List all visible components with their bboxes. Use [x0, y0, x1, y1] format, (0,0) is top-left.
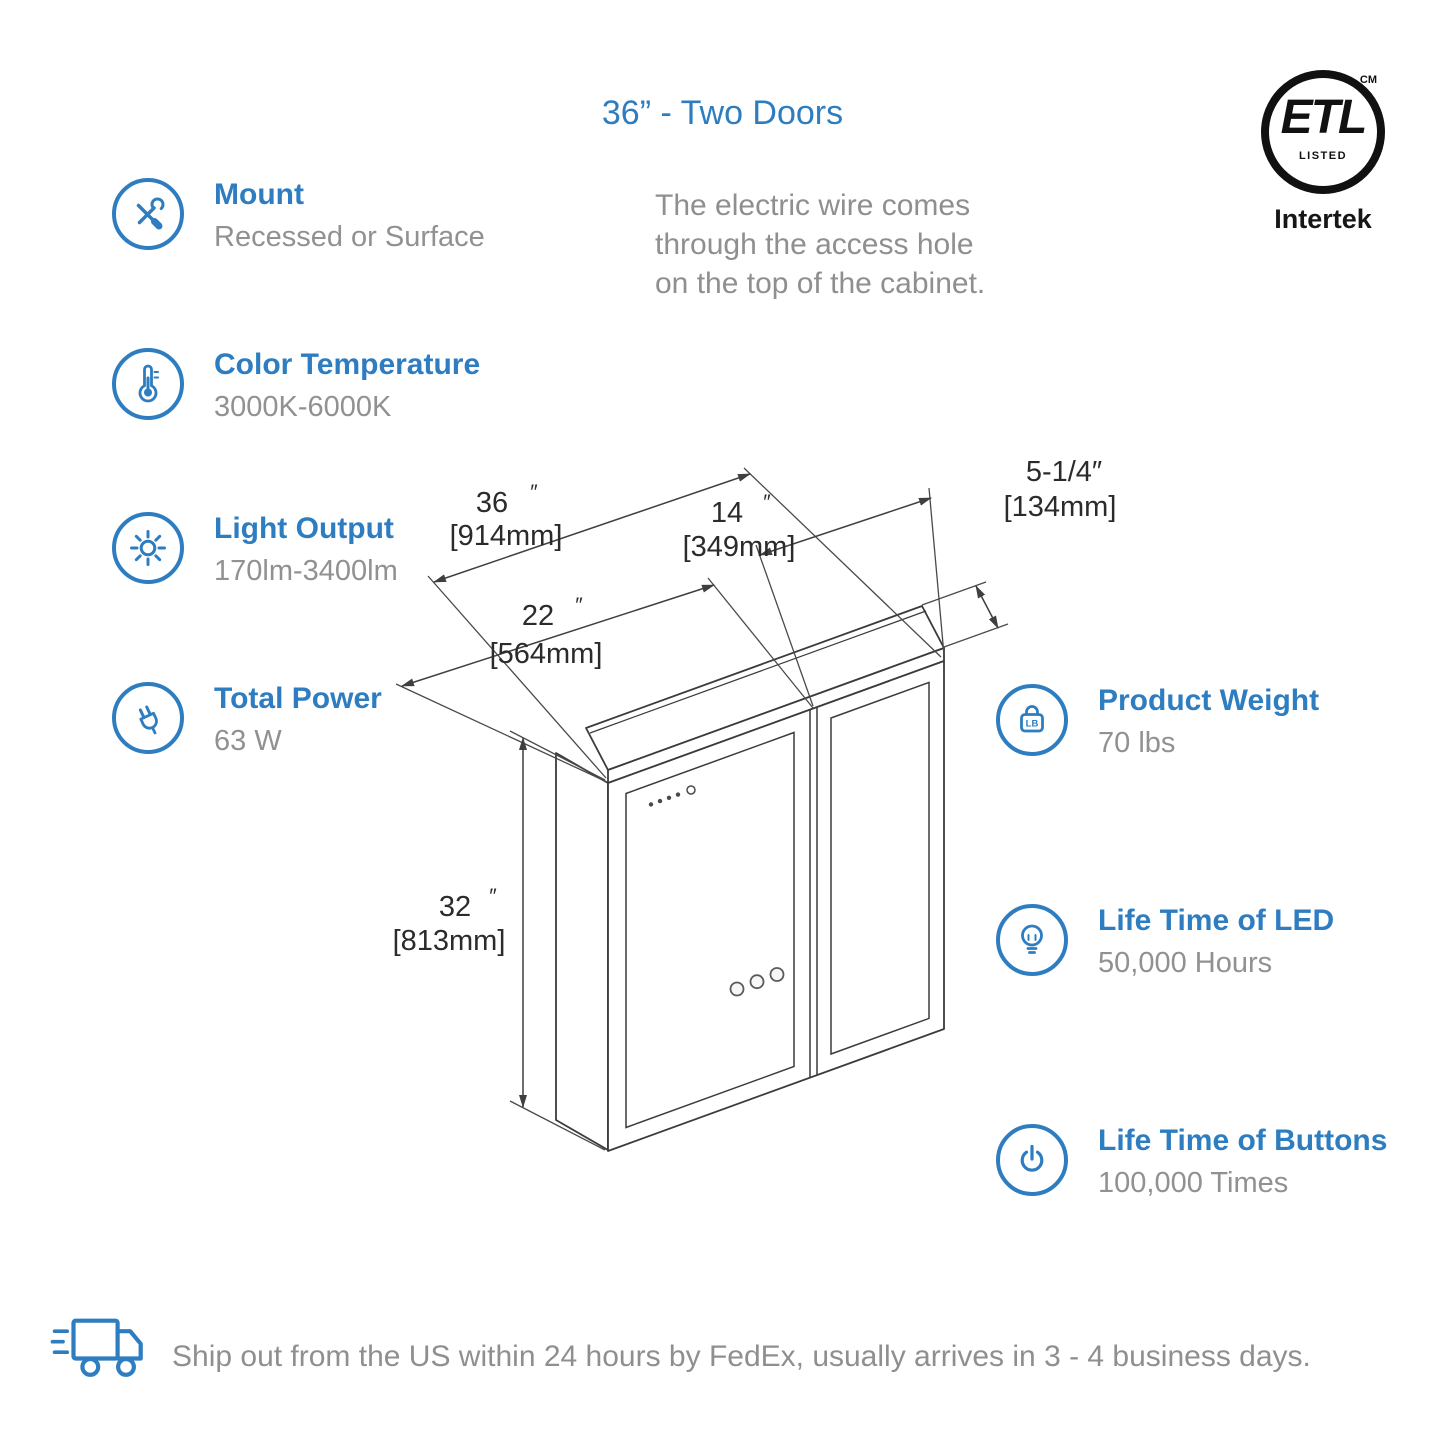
spec-total-power: Total Power 63 W — [112, 682, 382, 758]
cabinet-lid-inner-line — [589, 610, 927, 734]
intertek-label: Intertek — [1274, 204, 1372, 234]
bulb-icon — [996, 904, 1068, 976]
dim-line-right-door-14 — [759, 497, 932, 556]
spec-mount: Mount Recessed or Surface — [112, 178, 485, 254]
spec-label-total-power: Total Power — [214, 682, 382, 715]
dim-line-width-36 — [433, 473, 751, 583]
spec-label-led-lifetime: Life Time of LED — [1098, 904, 1335, 937]
right-door-frame — [830, 681, 930, 1056]
left-door-frame — [625, 731, 795, 1129]
power-button-icon — [996, 1124, 1068, 1196]
dimension-lines — [401, 473, 999, 1108]
etl-listed-text: LISTED — [1298, 150, 1348, 162]
spec-value-product-weight: 70 lbs — [1098, 727, 1176, 759]
wire-note-line3: on the top of the cabinet. — [655, 267, 986, 300]
dim-right-door-inch: 14 — [711, 497, 743, 529]
dim-left-door-inch: 22 — [522, 600, 554, 632]
shipping-note: Ship out from the US within 24 hours by … — [172, 1340, 1311, 1373]
tools-icon — [112, 178, 184, 250]
spec-value-light-output: 170lm-3400lm — [214, 555, 398, 587]
cabinet-drawing: 36 ″ [914mm] 14 ″ [349mm] 22 ″ [564mm] 5… — [393, 456, 1117, 1152]
cabinet-left-side — [555, 752, 609, 1151]
etl-mark-text: ETL — [1280, 91, 1368, 144]
dimension-labels: 36 ″ [914mm] 14 ″ [349mm] 22 ″ [564mm] 5… — [393, 456, 1117, 957]
dim-width-inch: 36 — [476, 487, 508, 519]
dim-height-inch-mark: ″ — [489, 885, 497, 908]
weight-icon: LB — [996, 684, 1068, 756]
dim-right-door-mm: [349mm] — [683, 531, 796, 563]
truck-icon — [50, 1306, 160, 1395]
dim-height-inch: 32 — [439, 891, 471, 923]
spec-value-color-temperature: 3000K-6000K — [214, 391, 392, 423]
dim-depth-inch: 5-1/4″ — [1026, 456, 1102, 488]
spec-label-color-temperature: Color Temperature — [214, 348, 481, 381]
thermometer-icon — [112, 348, 184, 420]
weight-lb-text: LB — [1026, 719, 1039, 730]
spec-label-light-output: Light Output — [214, 512, 394, 545]
etl-certification-logo: ETL LISTED CM Intertek — [1248, 70, 1398, 235]
spec-value-button-lifetime: 100,000 Times — [1098, 1167, 1289, 1199]
dim-right-door-inch-mark: ″ — [763, 491, 771, 514]
spec-label-mount: Mount — [214, 178, 304, 211]
spec-value-total-power: 63 W — [214, 725, 282, 757]
spec-light-output: Light Output 170lm-3400lm — [112, 512, 398, 588]
spec-product-weight: LB Product Weight 70 lbs — [996, 684, 1319, 760]
wire-note-line2: through the access hole — [655, 228, 974, 261]
cabinet-body — [555, 605, 945, 1152]
dim-left-door-mm: [564mm] — [490, 638, 603, 670]
spec-button-lifetime: Life Time of Buttons 100,000 Times — [996, 1124, 1387, 1200]
etl-circle-icon: ETL LISTED CM — [1261, 70, 1385, 194]
sensor-dots — [648, 785, 696, 807]
dim-width-inch-mark: ″ — [530, 481, 538, 504]
plug-icon — [112, 682, 184, 754]
dim-width-mm: [914mm] — [450, 520, 563, 552]
spec-label-button-lifetime: Life Time of Buttons — [1098, 1124, 1388, 1157]
touch-buttons — [729, 967, 785, 997]
wire-note: The electric wire comes through the acce… — [655, 186, 985, 303]
spec-label-product-weight: Product Weight — [1098, 684, 1320, 717]
dim-depth-mm: [134mm] — [1004, 491, 1117, 523]
spec-color-temperature: Color Temperature 3000K-6000K — [112, 348, 480, 424]
spec-value-led-lifetime: 50,000 Hours — [1098, 947, 1273, 979]
etl-cm-text: CM — [1359, 74, 1377, 86]
cabinet-front-face — [607, 660, 945, 1152]
dim-height-mm: [813mm] — [393, 925, 506, 957]
dim-line-depth — [975, 585, 999, 629]
sun-icon — [112, 512, 184, 584]
page-title: 36” - Two Doors — [601, 94, 844, 132]
spec-led-lifetime: Life Time of LED 50,000 Hours — [996, 904, 1334, 980]
dim-line-left-door-22 — [401, 584, 715, 687]
spec-value-mount: Recessed or Surface — [214, 221, 485, 253]
wire-note-line1: The electric wire comes — [655, 189, 971, 222]
dim-left-door-inch-mark: ″ — [575, 594, 583, 617]
